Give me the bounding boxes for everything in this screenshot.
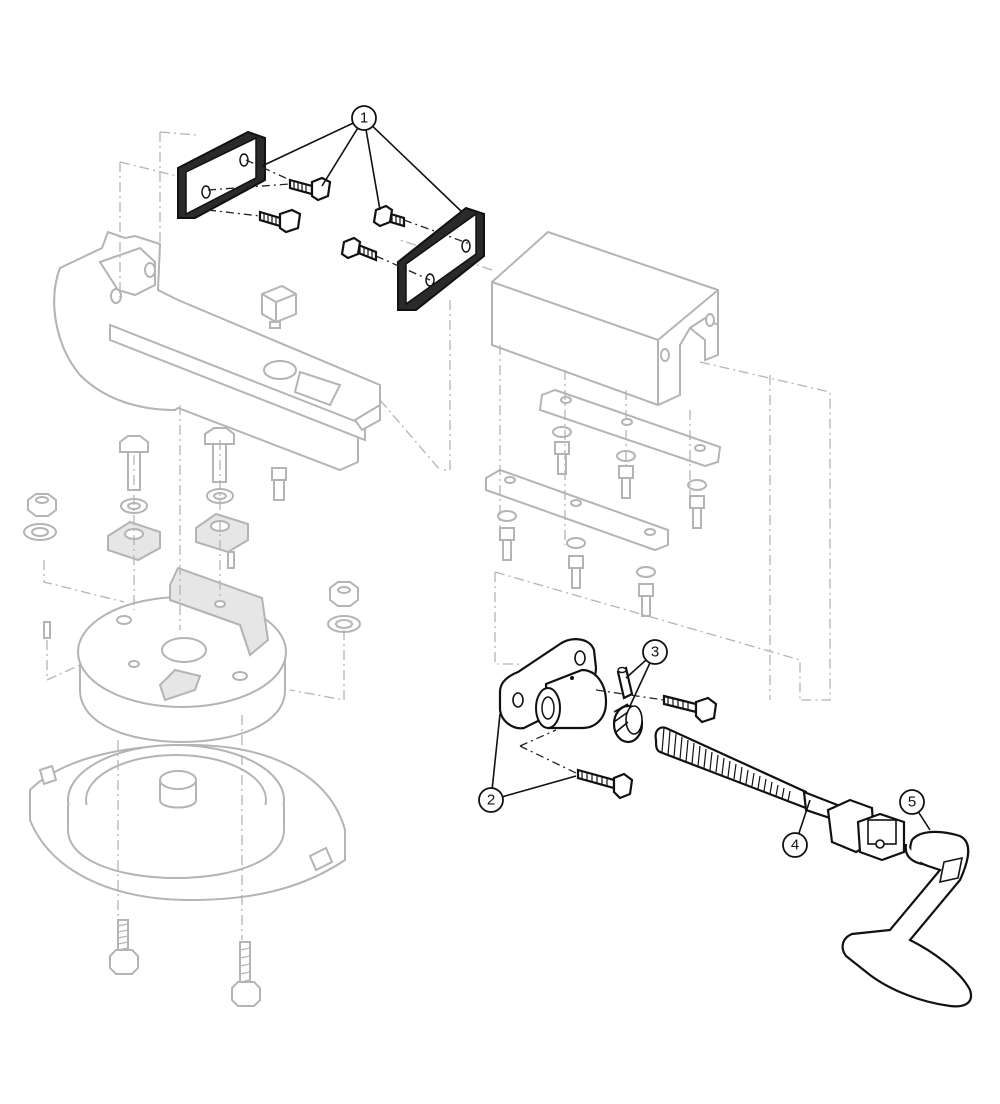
jaw-plate-right — [397, 206, 485, 311]
callout-4-label: 4 — [791, 837, 799, 854]
leadscrew — [654, 726, 906, 862]
bracket-screws — [576, 694, 718, 800]
callout-1: 1 — [351, 105, 377, 131]
callout-3-label: 3 — [651, 644, 659, 661]
carriage-block — [491, 230, 719, 407]
callout-5: 5 — [899, 789, 925, 815]
callout-2-label: 2 — [487, 792, 495, 809]
swivel-plate — [77, 566, 287, 744]
jaw-plate-left — [177, 130, 266, 219]
callout-leaders — [261, 117, 931, 846]
base-plate — [29, 743, 346, 902]
roll-pin — [616, 666, 634, 700]
collar-ring — [612, 703, 644, 744]
jaw-screws — [258, 176, 406, 262]
part2-centerlines — [519, 689, 665, 775]
callout-5-label: 5 — [908, 794, 916, 811]
square-nut — [261, 284, 297, 329]
vice-body — [53, 230, 381, 472]
callout-3: 3 — [642, 639, 668, 665]
part1-centerlines — [207, 159, 471, 281]
dowel-pins — [43, 551, 235, 639]
assembly-centerlines — [43, 131, 831, 940]
nut-washer-right — [327, 581, 361, 633]
callout-1-label: 1 — [360, 110, 368, 127]
crank-handle — [841, 830, 973, 1008]
callout-2: 2 — [478, 787, 504, 813]
base-screws — [109, 919, 261, 1007]
gib-strip-upper — [538, 388, 722, 468]
callout-4: 4 — [782, 832, 808, 858]
nut-washer-left — [23, 493, 57, 541]
leadscrew-bracket — [498, 638, 608, 730]
